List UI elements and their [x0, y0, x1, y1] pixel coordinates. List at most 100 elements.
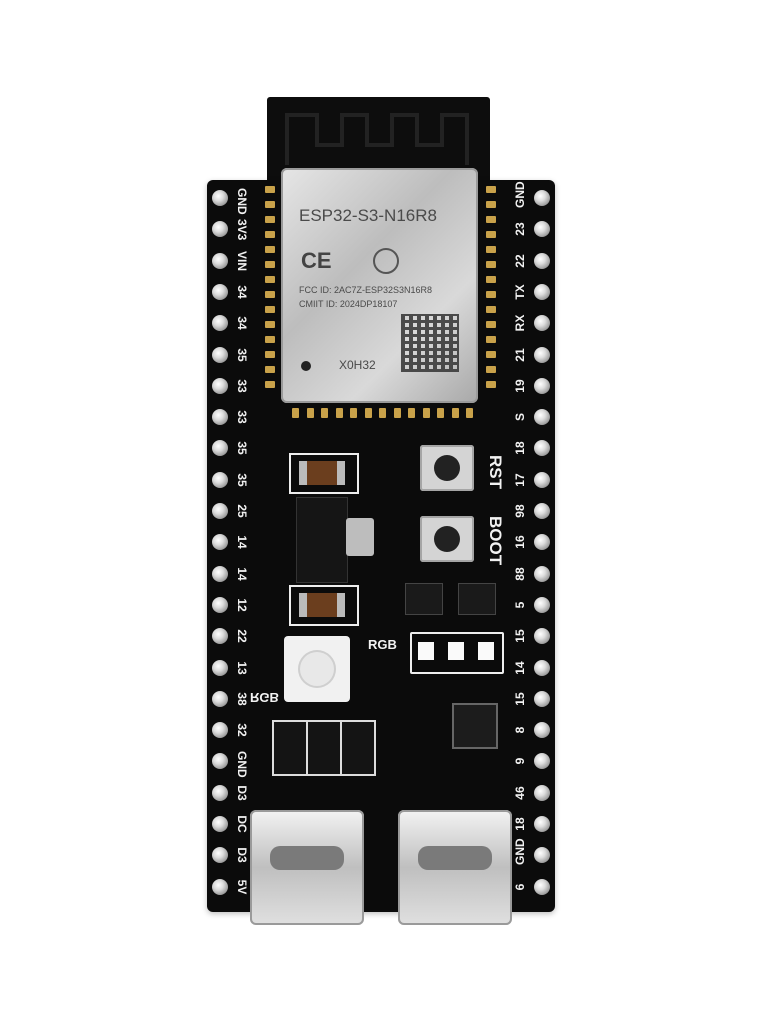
module-pad-bottom	[437, 408, 444, 418]
pin-label-right: GND	[513, 838, 527, 866]
module-pad-bottom	[408, 408, 415, 418]
pin-label-left: 35	[235, 347, 249, 362]
module-pad	[265, 381, 275, 388]
pin-label-right: 46	[513, 786, 527, 800]
pin-label-right: 5	[513, 601, 527, 609]
led-1	[418, 642, 434, 660]
module-pad	[265, 216, 275, 223]
pin-label-left: 32	[235, 723, 249, 737]
header-pin-left	[212, 503, 228, 519]
module-pad	[486, 186, 496, 193]
header-pin-right	[534, 471, 550, 488]
pin-label-right: 88	[513, 566, 527, 581]
module-pad	[265, 291, 275, 298]
espressif-logo-icon	[373, 248, 399, 274]
led-2	[448, 642, 464, 660]
pin-label-right: 19	[513, 379, 527, 393]
header-pin-left	[212, 221, 228, 238]
pin-label-left: D3	[235, 847, 249, 863]
header-pin-right	[534, 784, 550, 801]
transistor-2	[458, 583, 496, 615]
module-pad	[265, 321, 275, 328]
usb-c-opening-right	[418, 846, 492, 870]
rgb-led-lens	[298, 650, 336, 688]
module-pad	[486, 246, 496, 253]
pin-label-left: 34	[235, 285, 249, 299]
module-pad-bottom	[292, 408, 299, 418]
header-pin-right	[534, 534, 550, 551]
header-pin-right	[534, 503, 550, 519]
module-pad	[486, 231, 496, 238]
header-pin-right	[534, 377, 550, 394]
header-pin-left	[212, 565, 228, 582]
module-pad	[486, 321, 496, 328]
status-leds	[410, 632, 504, 674]
header-pin-right	[534, 659, 550, 676]
module-pad	[265, 201, 275, 208]
header-pin-right	[534, 346, 550, 363]
diode-3	[340, 720, 376, 776]
pin-label-left: 12	[235, 598, 249, 612]
usb-c-opening-left	[270, 846, 344, 870]
pin-label-left: 22	[235, 629, 249, 643]
pin-label-right: 23	[513, 222, 527, 236]
pin-label-left: 13	[235, 660, 249, 675]
boot-button[interactable]	[420, 516, 474, 562]
module-code: X0H32	[339, 358, 376, 372]
pin-label-right: 15	[513, 629, 527, 643]
pin-label-left: 25	[235, 504, 249, 518]
header-pin-left	[212, 471, 228, 488]
module-pad-bottom	[364, 408, 372, 418]
rst-button[interactable]	[420, 445, 474, 491]
module-pad-bottom	[393, 408, 401, 418]
usb-bridge-chip	[452, 703, 498, 749]
boot-button-cap[interactable]	[434, 526, 460, 552]
diode-2	[306, 720, 342, 776]
capacitor-2	[299, 593, 345, 617]
module-pad-bottom	[422, 408, 430, 418]
pin-label-right: 14	[513, 660, 527, 675]
pin-label-left: 33	[235, 379, 249, 393]
header-pin-left	[212, 722, 228, 739]
module-pad-bottom	[379, 408, 386, 418]
ce-mark: CE	[301, 248, 332, 273]
esp32-module: ESP32-S3-N16R8 CE FCC ID: 2AC7Z-ESP32S3N…	[281, 168, 478, 403]
pin-label-left: GND	[235, 188, 249, 215]
header-pin-left	[212, 753, 228, 770]
usb-c-port-right[interactable]	[398, 810, 512, 925]
module-pad	[265, 336, 275, 343]
rst-button-cap[interactable]	[434, 455, 460, 481]
header-pin-left	[212, 690, 228, 707]
pin-label-left: 14	[235, 535, 249, 549]
module-pad	[486, 201, 496, 208]
module-pad-bottom	[335, 408, 343, 418]
header-pin-right	[534, 816, 550, 832]
header-pin-left	[212, 283, 228, 300]
header-pin-right	[534, 221, 550, 238]
header-pin-right	[534, 252, 550, 269]
module-pad	[486, 261, 496, 268]
pin-label-right: 21	[513, 347, 527, 362]
pin-label-right: TX	[513, 284, 527, 300]
pin-label-right: S	[513, 413, 527, 422]
usb-c-port-left[interactable]	[250, 810, 364, 925]
regulator-tab	[346, 518, 374, 556]
antenna-trace	[285, 113, 469, 165]
led-3	[478, 642, 494, 660]
pin-label-left: 33	[235, 410, 249, 424]
header-pin-right	[534, 878, 550, 895]
module-pad	[265, 246, 275, 253]
cmiit-id: CMIIT ID: 2024DP18107	[299, 299, 398, 309]
pin-label-left: 5V	[235, 879, 249, 894]
header-pin-right	[534, 690, 550, 707]
pin-label-left: D3	[235, 785, 249, 801]
header-pin-left	[212, 784, 228, 801]
header-pin-left	[212, 534, 228, 551]
header-pin-right	[534, 753, 550, 770]
pin-label-right: 15	[513, 692, 527, 706]
module-pad	[486, 366, 496, 373]
header-pin-left	[212, 847, 228, 864]
pin-label-right: 22	[513, 253, 527, 268]
module-pad	[486, 381, 496, 388]
header-pin-right	[534, 628, 550, 645]
